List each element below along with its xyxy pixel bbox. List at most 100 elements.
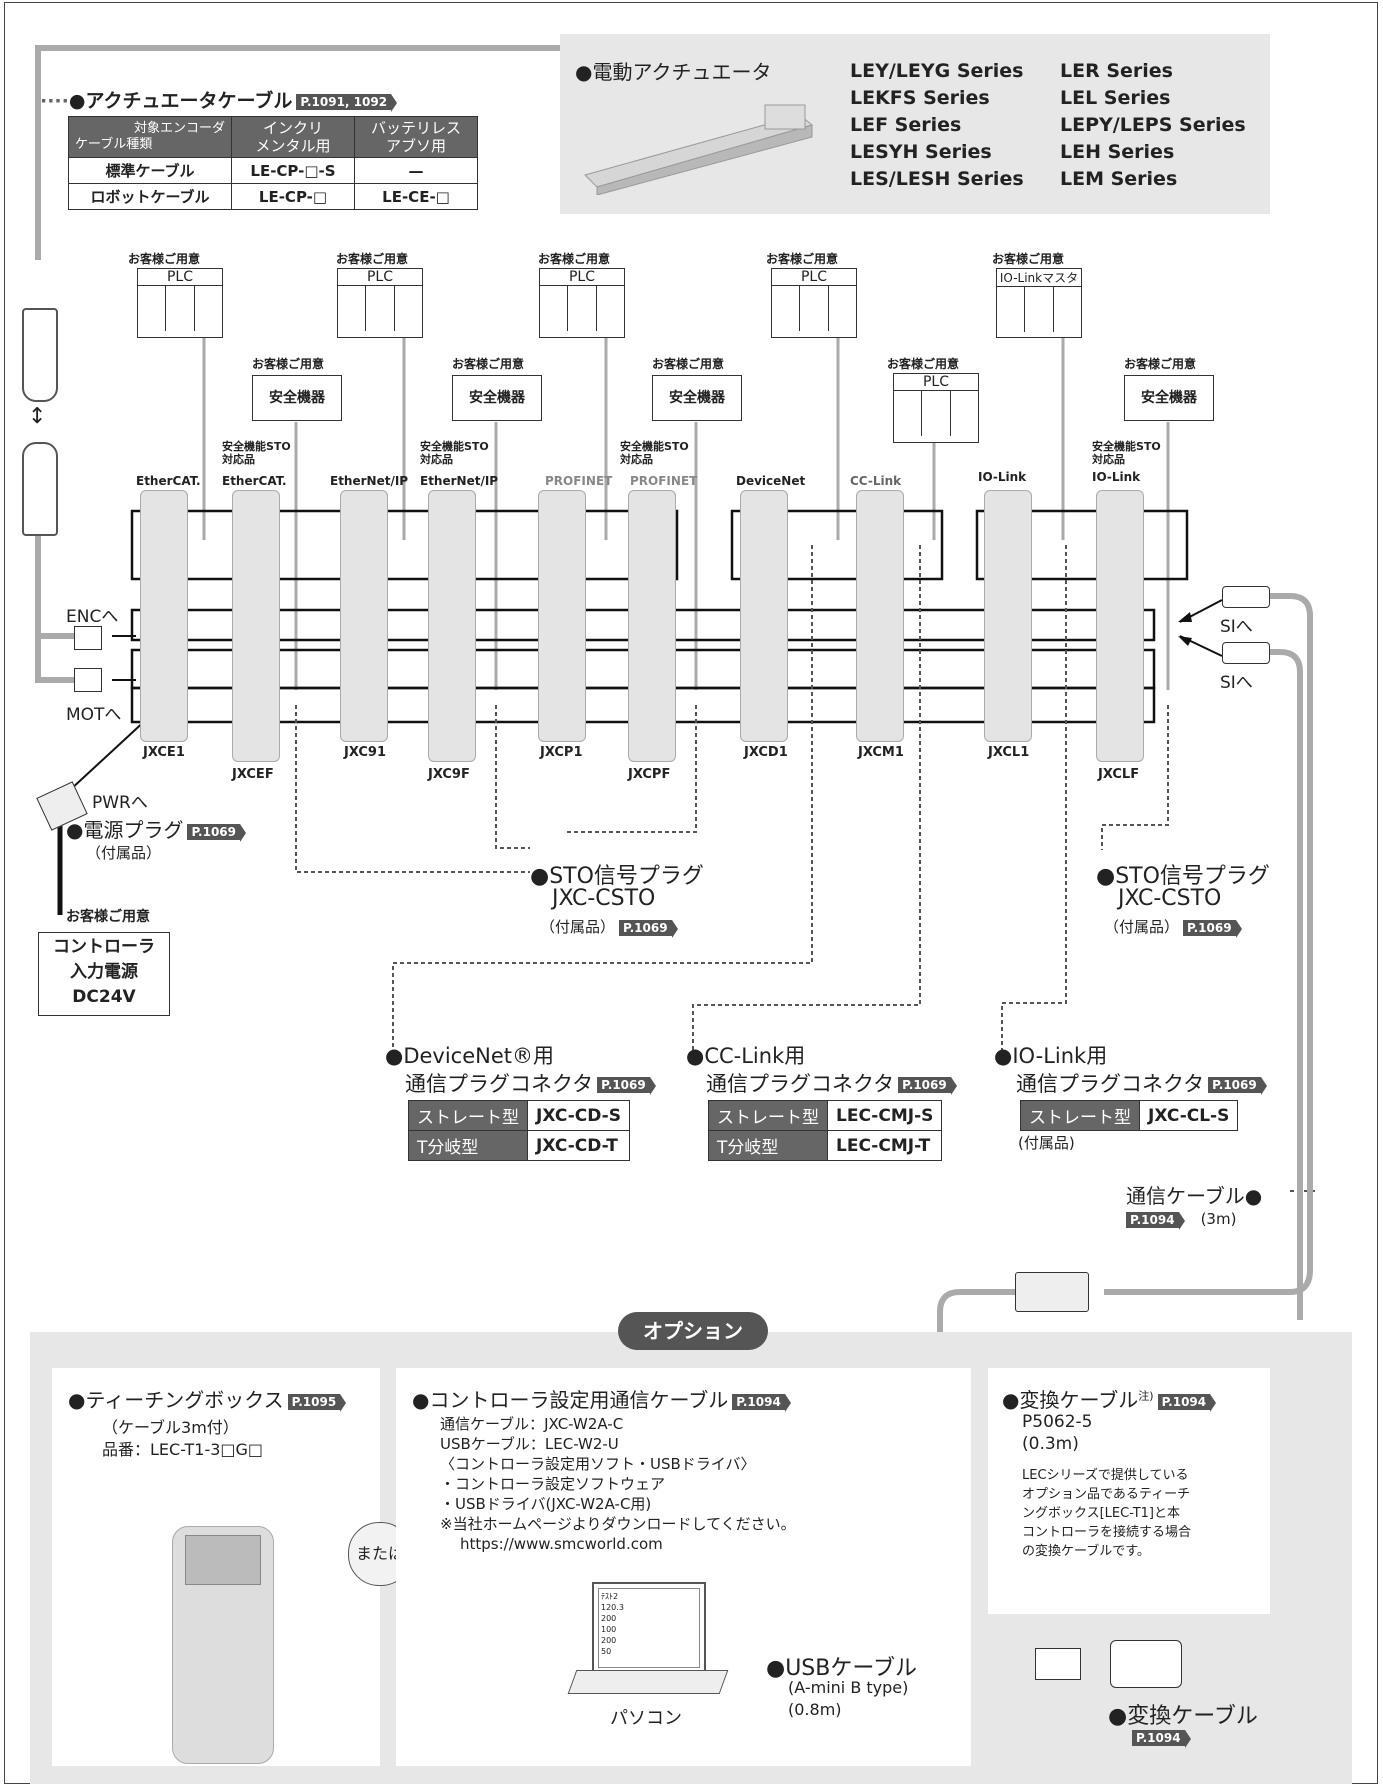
- type-key: ストレート型: [708, 1100, 828, 1131]
- actuator-image: [580, 95, 830, 196]
- setting-title-text: ●コントローラ設定用通信ケーブル: [412, 1388, 729, 1412]
- comm-cable-ref-wrap: P.1094(3m): [1122, 1210, 1236, 1230]
- series-item: LEKFS Series: [850, 87, 990, 109]
- series-item: LESYH Series: [850, 141, 992, 163]
- customer-caption: お客様ご用意: [252, 357, 325, 371]
- devicenet-ref: P.1069: [597, 1077, 656, 1095]
- plc-label: PLC: [894, 374, 978, 391]
- controller-name: JXCP1: [540, 745, 583, 760]
- pc-monitor-icon: ﾃｽﾄ2 120.3 200 100 200 50: [592, 1582, 706, 1672]
- iolink-sub-text: 通信プラグコネクタ: [1016, 1072, 1205, 1096]
- safety-device-box: 安全機器: [452, 375, 542, 421]
- mot-connector-icon: [74, 668, 102, 692]
- devicenet-sub-text: 通信プラグコネクタ: [405, 1072, 594, 1096]
- cable-model: LE-CP-□-S: [231, 157, 355, 184]
- series-item: LES/LESH Series: [850, 168, 1024, 190]
- sto-plug-model: JXC-CSTO: [1118, 886, 1222, 911]
- usb-type: (A-mini B type): [788, 1678, 909, 1697]
- conversion-note-mark: 注): [1138, 1389, 1154, 1403]
- controller-body: [1096, 490, 1144, 762]
- conversion-desc-line: LECシリーズで提供している: [1022, 1468, 1189, 1483]
- devicenet-title: ●DeviceNet®用: [385, 1044, 555, 1068]
- conversion-length: (0.3m): [1022, 1434, 1079, 1454]
- comm-cable-adapter-icon: [1015, 1272, 1089, 1312]
- safety-device-box: 安全機器: [1124, 375, 1214, 421]
- si-connector-icon: [1222, 586, 1270, 608]
- cclink-sub-text: 通信プラグコネクタ: [706, 1072, 895, 1096]
- protocol-label: EtherCAT.: [222, 474, 287, 488]
- actuator-cable-table: 対象エンコーダ ケーブル種類 インクリ メンタル用 バッテリレス アブソ用 標準…: [68, 116, 478, 210]
- controller-body: [628, 490, 676, 762]
- setting-line: ・コントローラ設定ソフトウェア: [440, 1475, 666, 1493]
- conversion-ref: P.1094: [1157, 1393, 1216, 1412]
- protocol-label: IO-Link: [1092, 470, 1141, 484]
- power-plug-title-text: ●電源プラグ: [66, 818, 184, 842]
- conversion-cable2-title: ●変換ケーブル: [1108, 1704, 1258, 1729]
- conversion-model: P5062-5: [1022, 1412, 1093, 1432]
- power-supply-line: コントローラ: [53, 937, 155, 957]
- cable-type: ロボットケーブル: [68, 183, 232, 210]
- usb-title: ●USBケーブル: [766, 1656, 918, 1681]
- protocol-label: PROFINET: [630, 474, 698, 488]
- setting-line: ※当社ホームページよりダウンロードしてください。: [440, 1515, 796, 1533]
- conversion-cable2-ref: P.1094: [1132, 1730, 1191, 1748]
- enc-connector-icon: [74, 626, 102, 650]
- plc-body-icon: [894, 391, 978, 436]
- cclink-title: ●CC-Link用: [686, 1044, 806, 1068]
- pc-screen-text: 200: [601, 1636, 617, 1645]
- safety-device-box: 安全機器: [652, 375, 742, 421]
- protocol-label: PROFINET: [545, 474, 613, 488]
- pc-screen-text: 50: [601, 1647, 612, 1656]
- pc-screen-text: 200: [601, 1614, 617, 1623]
- controller-name: JXCD1: [744, 745, 788, 760]
- sto-plug-ref: P.1069: [1183, 919, 1242, 938]
- customer-caption: お客様ご用意: [128, 252, 201, 266]
- table-row: ロボットケーブル LE-CP-□ LE-CE-□: [68, 183, 478, 210]
- conversion-plug-icon: [1110, 1640, 1182, 1688]
- teaching-box-icon: [172, 1526, 274, 1764]
- sto-plug-model: JXC-CSTO: [552, 886, 656, 911]
- plc-body-icon: [772, 286, 856, 331]
- corner-header: 対象エンコーダ ケーブル種類: [68, 116, 232, 158]
- pc-label: パソコン: [610, 1708, 682, 1729]
- plc-body-icon: [540, 286, 624, 331]
- pc-screen-text: 100: [601, 1625, 617, 1634]
- col2-header: バッテリレス アブソ用: [354, 116, 478, 158]
- teaching-box-screen: [185, 1535, 261, 1585]
- conversion-cable2-ref-wrap: P.1094: [1128, 1730, 1191, 1748]
- si-label: SIへ: [1220, 617, 1253, 637]
- iolink-master-label: IO-Linkマスタ: [997, 269, 1081, 287]
- si-connector-icon: [1222, 642, 1270, 664]
- col1-header: インクリ メンタル用: [231, 116, 355, 158]
- corner-bottom: ケーブル種類: [75, 137, 153, 152]
- setting-line: USBケーブル：LEC-W2-U: [440, 1435, 619, 1453]
- customer-caption: お客様ご用意: [452, 357, 525, 371]
- power-supply-caption: お客様ご用意: [66, 909, 150, 925]
- setting-line: https://www.smcworld.com: [460, 1535, 663, 1553]
- setting-lines: 通信ケーブル：JXC-W2A-C USBケーブル：LEC-W2-U 〈コントロー…: [440, 1414, 796, 1554]
- sto-plug-note: （付属品）P.1069: [540, 916, 678, 938]
- iolink-note: (付属品): [1018, 1134, 1075, 1152]
- plc-label: PLC: [772, 269, 856, 286]
- iolink-ref: P.1069: [1208, 1077, 1267, 1095]
- pc-screen: ﾃｽﾄ2 120.3 200 100 200 50: [598, 1588, 700, 1668]
- connect-arrow-icon: ↕: [28, 404, 47, 429]
- protocol-label: EtherCAT.: [136, 474, 201, 488]
- plc-body-icon: [138, 286, 222, 331]
- series-item: LEY/LEYG Series: [850, 60, 1024, 82]
- controller-body: [428, 490, 476, 762]
- si-label: SIへ: [1220, 673, 1253, 693]
- conversion-desc-line: オプション品であるティーチ: [1022, 1487, 1191, 1502]
- cable-model: —: [354, 157, 478, 184]
- power-supply-box: コントローラ 入力電源 DC24V: [38, 932, 170, 1016]
- customer-caption: お客様ご用意: [538, 252, 611, 266]
